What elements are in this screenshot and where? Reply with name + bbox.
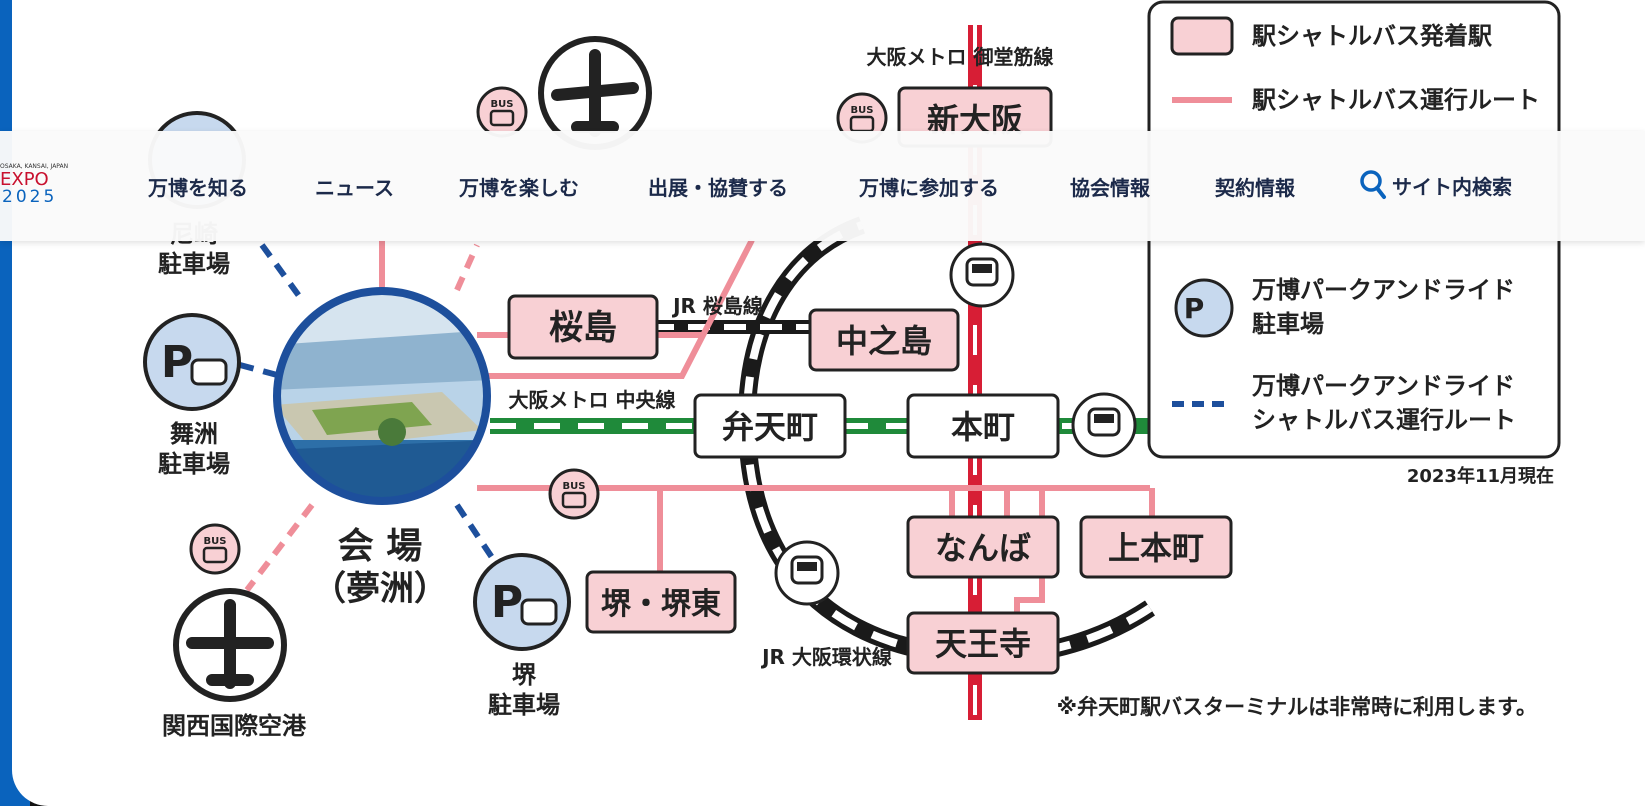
station-uehonmachi: 上本町 — [1079, 515, 1233, 579]
svg-text:BUS: BUS — [204, 536, 227, 547]
svg-text:駅シャトルバス運行ルート: 駅シャトルバス運行ルート — [1252, 86, 1540, 114]
bus-icon: BUS — [189, 523, 241, 575]
svg-text:堺・堺東: 堺・堺東 — [601, 587, 721, 622]
sakai-parking-label-2: 駐車場 — [488, 691, 560, 719]
bus-icon: BUS — [548, 468, 600, 520]
svg-text:シャトルバス運行ルート: シャトルバス運行ルート — [1252, 406, 1516, 434]
logo-tagline: OSAKA, KANSAI, JAPAN — [0, 163, 69, 170]
station-tennoji: 天王寺 — [906, 611, 1060, 675]
train-icon — [949, 242, 1015, 308]
chuo-line-label: 大阪メトロ 中央線 — [509, 388, 676, 412]
parking-icon: P — [473, 553, 571, 651]
station-sakai: 堺・堺東 — [585, 570, 737, 634]
svg-text:駐車場: 駐車場 — [1252, 310, 1324, 338]
nav-item-association[interactable]: 協会情報 — [1070, 176, 1150, 200]
midosuji-line-label: 大阪メトロ 御堂筋線 — [867, 45, 1054, 69]
svg-text:BUS: BUS — [563, 481, 586, 492]
sakurajima-line-label: JR 桜島線 — [671, 294, 763, 318]
nav-item-participate[interactable]: 万博に参加する — [859, 176, 999, 200]
parking-icon: P — [143, 313, 241, 411]
search-label: サイト内検索 — [1392, 174, 1512, 199]
kix-airport-label: 関西国際空港 — [162, 712, 307, 740]
station-bentencho: 弁天町 — [693, 393, 847, 459]
train-icon — [1071, 392, 1137, 458]
station-honmachi: 本町 — [906, 393, 1060, 459]
nav-item-news[interactable]: ニュース — [315, 176, 394, 200]
sakai-parking-label: 堺 — [512, 661, 537, 689]
airplane-icon — [173, 588, 287, 702]
nav-item-contracts[interactable]: 契約情報 — [1215, 176, 1295, 200]
shuttle-bus-route-map: 新大阪 桜島 中之島 弁天町 本町 なんば 上本町 堺・堺東 天王寺 — [143, 0, 1561, 740]
global-nav-bar: OSAKA, KANSAI, JAPAN EXPO 2025 万博を知る ニュー… — [0, 131, 1645, 241]
station-nakanoshima: 中之島 — [808, 308, 960, 372]
svg-text:BUS: BUS — [851, 105, 874, 116]
date-note: 2023年11月現在 — [1407, 465, 1554, 487]
svg-text:万博パークアンドライド: 万博パークアンドライド — [1252, 276, 1515, 304]
venue-label: 会 場 — [338, 526, 423, 567]
svg-text:中之島: 中之島 — [836, 322, 932, 360]
svg-text:なんば: なんば — [935, 529, 1031, 567]
sakurajima-line — [652, 320, 812, 334]
svg-text:桜島: 桜島 — [549, 308, 617, 348]
svg-text:P: P — [161, 337, 193, 388]
maishima-parking-label: 舞洲 — [170, 420, 218, 448]
logo-word: EXPO — [0, 169, 49, 190]
nav-item-about-expo[interactable]: 万博を知る — [148, 176, 248, 200]
svg-text:P: P — [491, 577, 523, 628]
amagasaki-parking-label-2: 駐車場 — [158, 250, 230, 278]
legend-pr-parking: P 万博パークアンドライド 駐車場 — [1174, 276, 1515, 338]
venue-photo-circle — [273, 287, 491, 505]
access-map-card: 新大阪 桜島 中之島 弁天町 本町 なんば 上本町 堺・堺東 天王寺 — [12, 0, 1645, 806]
svg-text:天王寺: 天王寺 — [935, 625, 1031, 663]
station-namba: なんば — [906, 515, 1060, 579]
train-icon — [774, 540, 840, 606]
loop-line-label: JR 大阪環状線 — [760, 645, 892, 669]
nav-item-exhibit-sponsor[interactable]: 出展・協賛する — [648, 176, 788, 200]
svg-text:万博パークアンドライド: 万博パークアンドライド — [1252, 372, 1515, 400]
search-icon — [1358, 168, 1388, 202]
legend-pr-route: 万博パークアンドライド シャトルバス運行ルート — [1172, 372, 1516, 434]
svg-text:弁天町: 弁天町 — [722, 408, 818, 446]
legend-shuttle-station: 駅シャトルバス発着駅 — [1170, 16, 1492, 56]
park-and-ride-routes — [239, 243, 500, 567]
station-sakurajima: 桜島 — [507, 294, 659, 360]
maishima-parking-label-2: 駐車場 — [158, 450, 230, 478]
legend-shuttle-route: 駅シャトルバス運行ルート — [1172, 86, 1540, 114]
footnote: ※弁天町駅バスターミナルは非常時に利用します。 — [1057, 695, 1537, 719]
svg-text:P: P — [1184, 292, 1205, 325]
logo-year: 2025 — [2, 187, 58, 207]
site-search-button[interactable]: サイト内検索 — [1358, 168, 1512, 202]
bus-icon: BUS — [476, 86, 528, 138]
svg-text:本町: 本町 — [951, 408, 1015, 446]
expo-2025-logo[interactable]: OSAKA, KANSAI, JAPAN EXPO 2025 — [0, 163, 68, 209]
svg-text:BUS: BUS — [491, 99, 514, 110]
svg-text:上本町: 上本町 — [1108, 529, 1204, 567]
nav-item-enjoy[interactable]: 万博を楽しむ — [459, 176, 579, 200]
svg-text:駅シャトルバス発着駅: 駅シャトルバス発着駅 — [1252, 22, 1492, 50]
venue-sub-label: （夢洲） — [312, 569, 448, 609]
